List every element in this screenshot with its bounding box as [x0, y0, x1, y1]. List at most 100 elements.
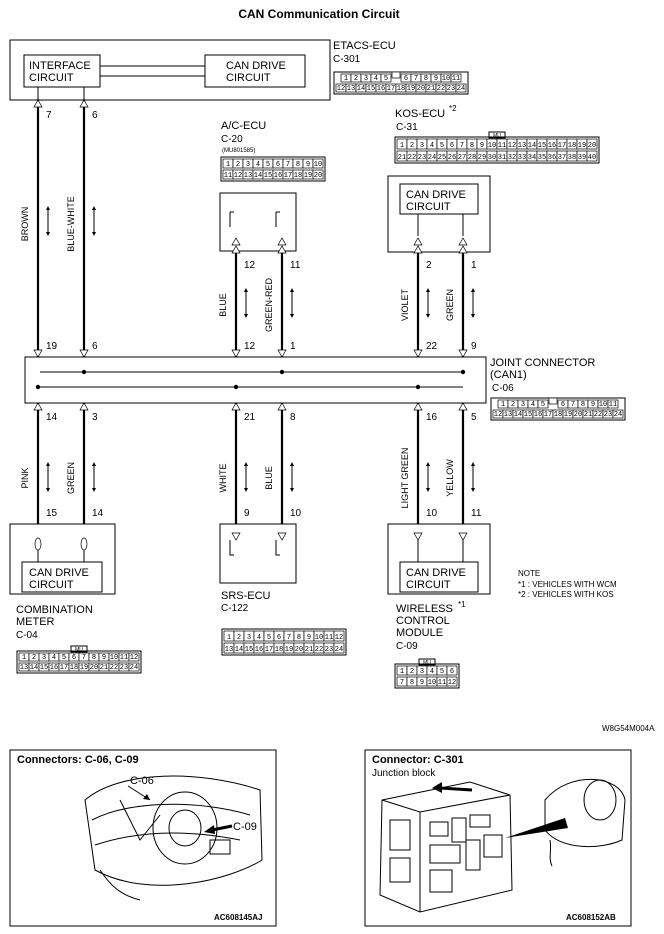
kos-connector-pin-label: 22: [408, 154, 416, 162]
etacs-connector-pin-label: 17: [387, 85, 395, 93]
kos-ecu-name: KOS-ECU: [395, 108, 445, 120]
ecu-pin-symbol: [277, 237, 287, 246]
etacs-can-drive-label-2: CIRCUIT: [226, 72, 271, 84]
kos-connector-pin-label: 35: [538, 154, 546, 162]
lower-top-pin-number: 14: [46, 412, 58, 423]
joint-pin-symbol: [413, 349, 423, 358]
wire-color-label: YELLOW: [445, 459, 455, 497]
etacs-connector-pin-label: 3: [364, 75, 368, 83]
kos-connector-id: C-31: [396, 122, 418, 133]
kos-connector-pin-label: 12: [508, 142, 516, 150]
acecu-connector-pin-label: 13: [244, 172, 252, 180]
upper-top-pin-number: 1: [471, 260, 477, 271]
upper-top-pin-number: 2: [426, 260, 432, 271]
meter-can-drive-box: [21, 561, 103, 593]
diagram-code: W8G54M004A: [602, 724, 655, 733]
joint-connector-pin-label: 1: [501, 401, 505, 409]
acecu-box: [219, 192, 297, 252]
kos-connector-pin-label: 29: [478, 154, 486, 162]
srs-connector-pin-label: 4: [257, 634, 261, 642]
meter-connector-pin-label: 21: [100, 664, 108, 672]
joint-pin-symbol: [79, 349, 89, 358]
meter-connector-pin-label: 2: [32, 654, 36, 662]
wcm-can-drive-label-1: CAN DRIVE: [406, 567, 466, 579]
kos-connector-pin-label: 27: [458, 154, 466, 162]
acecu-connector-pin-label: 10: [314, 161, 322, 169]
kos-connector-pin-label: 25: [438, 154, 446, 162]
srs-pin-symbol: [231, 532, 241, 541]
kos-ecu-box: [387, 175, 491, 253]
meter-connector-tag: MU: [75, 647, 83, 653]
wcm-pin-symbol: [413, 532, 423, 541]
srs-connector-pin-label: 10: [315, 634, 323, 642]
lower-bottom-pin-number: 11: [471, 508, 482, 519]
kos-connector-pin-label: 31: [498, 154, 506, 162]
joint-connector-pin-label: 12: [494, 411, 502, 419]
srs-connector-pin-label: 14: [235, 646, 243, 654]
srs-connector-pin-label: 11: [325, 634, 333, 642]
photo-left-callout-c06: C-06: [130, 775, 154, 787]
wire-color-label: PINK: [20, 467, 30, 488]
etacs-connector-pin-label: 5: [384, 75, 388, 83]
acecu-connector-pin-label: 6: [276, 161, 280, 169]
lower-top-pin-number: 3: [92, 412, 98, 423]
kos-can-drive-label-2: CIRCUIT: [406, 201, 451, 213]
wire-color-label: GREEN: [445, 289, 455, 321]
joint-pin-symbol: [277, 349, 287, 358]
wcm-star: *1: [458, 600, 466, 609]
acecu-connector-pin-cell: [312, 158, 324, 169]
wire-color-label: GREEN-RED: [264, 278, 274, 333]
srs-connector-pin-label: 23: [325, 646, 333, 654]
wcm-connector-pin-cell: [446, 676, 458, 687]
etacs-connector-pin-label: 19: [407, 85, 415, 93]
acecu-connector-pin-label: 19: [304, 172, 312, 180]
joint-pin-symbol: [231, 349, 241, 358]
upper-bottom-pin-number: 6: [92, 341, 98, 352]
etacs-connector-id: C-301: [333, 54, 361, 65]
kos-connector-pin-cell: [586, 138, 598, 150]
ecu-pin-symbol: [33, 99, 43, 108]
etacs-connector-key: [391, 71, 401, 79]
acecu-connector-pin-label: 8: [296, 161, 300, 169]
etacs-connector-pin-cell: [450, 73, 462, 83]
etacs-ecu-box: [9, 39, 331, 101]
photo-right-code: AC608152AB: [566, 913, 616, 922]
meter-terminal-symbol: [34, 537, 42, 551]
joint-pin-symbol: [277, 402, 287, 411]
interface-circuit-box: [23, 54, 101, 88]
kos-connector-pin-label: 15: [538, 142, 546, 150]
wcm-box: [387, 523, 491, 595]
interface-circuit-label-1: INTERFACE: [29, 60, 91, 72]
kos-ecu-star: *2: [449, 104, 457, 113]
meter-connector-pin-label: 24: [130, 664, 138, 672]
etacs-can-drive-box: [204, 54, 306, 88]
joint-connector-pin-cell: [612, 409, 624, 419]
upper-top-pin-number: 12: [244, 260, 256, 271]
srs-connector-pin-label: 15: [245, 646, 253, 654]
etacs-connector-pin-label: 8: [424, 75, 428, 83]
joint-connector-pin-label: 7: [571, 401, 575, 409]
joint-connector-pin-label: 22: [594, 411, 602, 419]
acecu-connector-pin-label: 5: [266, 161, 270, 169]
etacs-connector-pin-label: 24: [457, 85, 465, 93]
meter-connector-pin-cell: [128, 652, 140, 662]
meter-connector-pin-label: 7: [82, 654, 86, 662]
wire-color-label: GREEN: [66, 462, 76, 494]
kos-connector-pin-label: 10: [488, 142, 496, 150]
kos-connector-pin-label: 28: [468, 154, 476, 162]
wcm-connector-pin-cell: [446, 665, 458, 676]
lower-bottom-pin-number: 14: [92, 508, 104, 519]
joint-connector-outline: [490, 397, 626, 421]
joint-connector-pin-label: 20: [574, 411, 582, 419]
meter-connector-pin-label: 9: [102, 654, 106, 662]
joint-connector-pin-label: 5: [541, 401, 545, 409]
upper-bottom-pin-number: 9: [471, 341, 477, 352]
joint-connector-pin-label: 21: [584, 411, 592, 419]
wire-color-label: LIGHT GREEN: [400, 448, 410, 509]
srs-connector-outline: [221, 628, 347, 656]
etacs-connector-pin-label: 18: [397, 85, 405, 93]
srs-connector-pin-label: 18: [275, 646, 283, 654]
